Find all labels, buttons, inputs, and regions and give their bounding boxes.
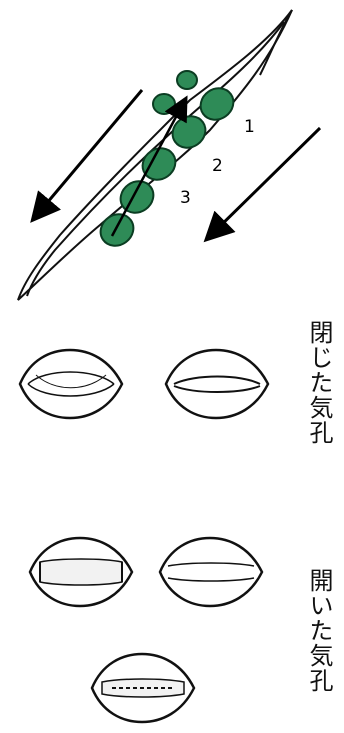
open-stomata-bottom	[90, 652, 196, 724]
closed-stomata-right	[164, 348, 270, 420]
leaf-outline	[17, 9, 293, 301]
cell-left-small	[152, 93, 176, 115]
cell-top-small	[176, 70, 198, 90]
open-stomata-left	[28, 536, 134, 608]
cell-1	[199, 87, 235, 121]
right-arrow-icon	[203, 126, 322, 243]
stage-label-3: 3	[180, 188, 191, 208]
stage-label-2: 2	[212, 156, 223, 176]
open-stomata-right	[158, 536, 264, 608]
inner-arrow-icon	[110, 95, 188, 237]
guard-cells	[99, 70, 235, 247]
stage-label-1: 1	[244, 117, 255, 137]
closed-stomata-label: 閉じた気孔	[305, 320, 333, 445]
left-arrow-icon	[30, 89, 144, 223]
open-stomata-label: 開いた気孔	[305, 568, 333, 693]
closed-stomata-left	[18, 348, 124, 420]
cell-5	[99, 213, 135, 247]
